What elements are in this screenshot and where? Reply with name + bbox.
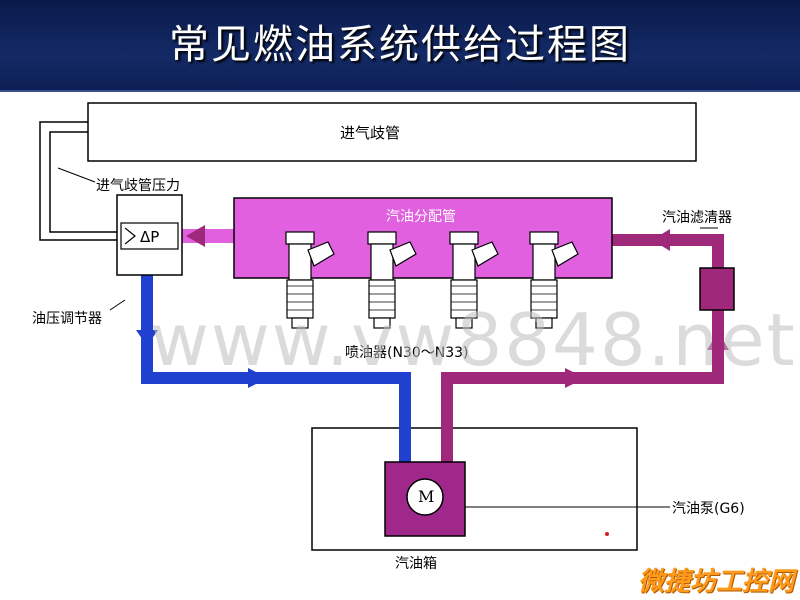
injector-2 bbox=[367, 231, 417, 329]
injector-3 bbox=[449, 231, 499, 329]
regulator-inner-box bbox=[120, 222, 179, 250]
return-arrow-right bbox=[248, 368, 268, 388]
pressure-regulator-label: 油压调节器 bbox=[32, 311, 102, 327]
regulator-triangle bbox=[124, 227, 136, 245]
vacuum-line bbox=[39, 121, 118, 241]
leader-regulator bbox=[109, 299, 126, 311]
title-bar: 常见燃油系统供给过程图 bbox=[0, 0, 800, 92]
fuel-rail-label: 汽油分配管 bbox=[386, 209, 456, 225]
supply-arrow-left bbox=[652, 229, 670, 251]
intake-manifold-box bbox=[87, 102, 697, 162]
fuel-tank-label: 汽油箱 bbox=[395, 556, 437, 572]
page-title: 常见燃油系统供给过程图 bbox=[169, 22, 631, 68]
fuel-filter-box bbox=[699, 267, 735, 311]
fuel-tank-box bbox=[311, 427, 638, 551]
supply-line bbox=[441, 234, 724, 462]
pump-motor-circle bbox=[406, 478, 444, 516]
supply-arrow-up bbox=[707, 332, 729, 350]
delta-p-symbol: ΔP bbox=[140, 228, 160, 246]
intake-manifold-label: 进气歧管 bbox=[340, 124, 401, 142]
intake-manifold-pressure-label: 进气歧管压力 bbox=[96, 178, 180, 194]
return-line bbox=[141, 275, 411, 462]
injector-4 bbox=[529, 231, 579, 329]
url-watermark: www.vw8848.net bbox=[150, 298, 797, 382]
injector-1 bbox=[285, 231, 335, 329]
fuel-filter-label: 汽油滤清器 bbox=[662, 210, 732, 226]
return-arrow-down bbox=[136, 330, 158, 346]
rail-arrow-left bbox=[186, 225, 205, 247]
red-dot bbox=[605, 532, 609, 536]
pump-motor-symbol: M bbox=[418, 487, 435, 506]
injectors-label: 喷油器(N30～N33) bbox=[345, 345, 469, 361]
fuel-pump-label: 汽油泵(G6) bbox=[672, 501, 745, 517]
leader-pressure bbox=[57, 167, 96, 183]
vacuum-line-inner bbox=[49, 131, 118, 233]
site-watermark: 微捷坊工控网 bbox=[637, 567, 794, 597]
supply-arrow-right bbox=[565, 368, 585, 388]
injector-group bbox=[285, 231, 579, 329]
